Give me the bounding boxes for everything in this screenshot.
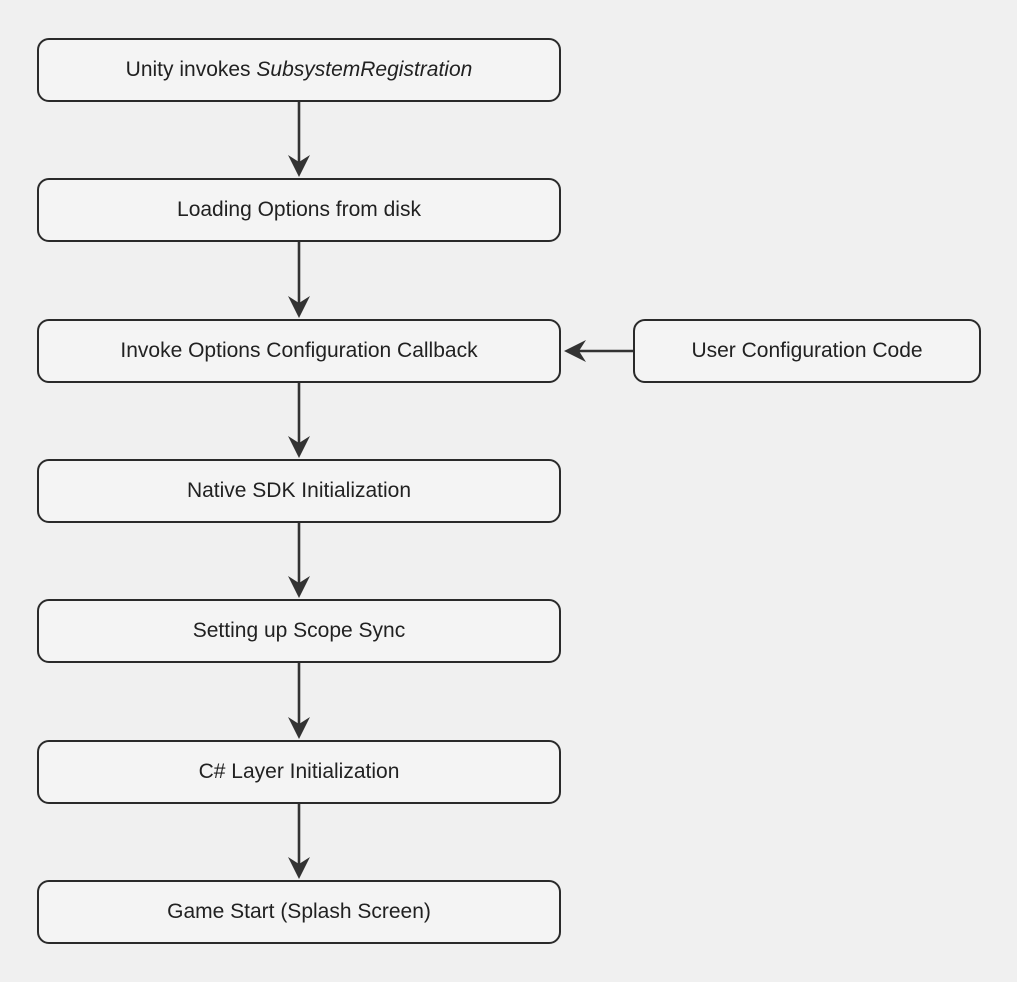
node-label: Setting up Scope Sync — [192, 618, 406, 642]
node-label-prefix: Unity invokes — [125, 57, 257, 81]
node-label: Invoke Options Configuration Callback — [120, 338, 478, 362]
node-label: Unity invokes SubsystemRegistration — [126, 57, 473, 83]
node-loading-options-from-disk: Loading Options from disk — [37, 178, 561, 242]
node-user-configuration-code: User Configuration Code — [633, 319, 981, 383]
node-label: Game Start (Splash Screen) — [167, 899, 431, 923]
node-label: C# Layer Initialization — [198, 759, 400, 783]
node-native-sdk-initialization: Native SDK Initialization — [37, 459, 561, 523]
edge-arrow-left — [564, 340, 633, 362]
edge-arrow-down-5 — [288, 663, 310, 739]
node-label: User Configuration Code — [691, 338, 923, 362]
edge-arrow-down-4 — [288, 523, 310, 598]
node-label: Loading Options from disk — [177, 197, 421, 221]
edge-arrow-down-2 — [288, 242, 310, 318]
node-csharp-layer-initialization: C# Layer Initialization — [37, 740, 561, 804]
edge-arrow-down-6 — [288, 804, 310, 879]
node-game-start-splash-screen: Game Start (Splash Screen) — [37, 880, 561, 944]
edge-arrow-down-1 — [288, 102, 310, 177]
node-invoke-options-configuration-callback: Invoke Options Configuration Callback — [37, 319, 561, 383]
edge-arrow-down-3 — [288, 383, 310, 458]
node-setting-up-scope-sync: Setting up Scope Sync — [37, 599, 561, 663]
node-label: Native SDK Initialization — [186, 478, 412, 502]
node-label-italic: SubsystemRegistration — [256, 57, 473, 81]
node-unity-invokes-subsystemregistration: Unity invokes SubsystemRegistration — [37, 38, 561, 102]
